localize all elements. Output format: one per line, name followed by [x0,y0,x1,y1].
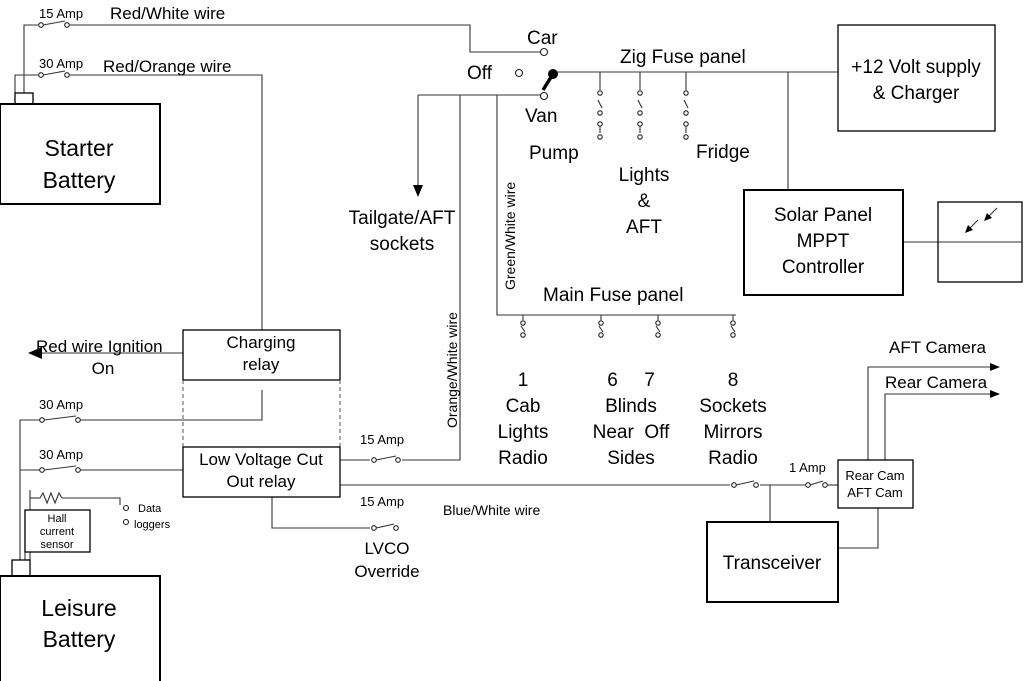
solar-line-2: MPPT [797,231,850,252]
hall-line-1: Hall [48,513,67,525]
transceiver-box [706,521,839,603]
hall-line-2: current [40,526,74,538]
wire-label-orange-white: Orange/White wire [444,312,460,428]
camera-aft-label: AFT Camera [889,338,987,357]
fuse-label-starter-30: 30 Amp [39,56,83,71]
charging-relay-box [182,329,341,381]
fuse8-line-3: Mirrors [703,422,762,443]
camera-rear-label: Rear Camera [885,373,988,392]
fuse-label-blue-15: 15 Amp [360,494,404,509]
starter-battery-line-2: Battery [43,167,116,193]
zig-lights-2: & [638,191,651,212]
wire-label-red-white: Red/White wire [110,4,225,23]
leisure-battery-terminal [11,559,31,577]
supply-box [837,24,996,132]
starter-battery-line-1: Starter [44,135,113,161]
zig-lights-1: Lights [619,165,670,186]
fuse67-line-1: 6 7 [607,370,655,391]
fuse1-line-4: Radio [498,448,548,469]
lvco-relay-line-2: Out relay [227,472,296,491]
fuses [38,20,828,531]
fuse67-line-3: Near Off [593,422,670,443]
main-panel-title: Main Fuse panel [543,285,683,306]
selector-van: Van [525,106,557,127]
fuse67-line-4: Sides [607,448,655,469]
selector-car: Car [527,28,558,49]
supply-line-1: +12 Volt supply [851,57,981,78]
charging-relay-line-1: Charging [227,333,296,352]
fuse8-line-4: Radio [708,448,758,469]
zig-panel-title: Zig Fuse panel [620,47,746,68]
lvco-relay-line-1: Low Voltage Cut [199,450,323,469]
solar-controller-box [743,189,904,296]
fuse67-line-2: Blinds [605,396,657,417]
solar-line-3: Controller [782,257,865,278]
charging-relay-line-2: relay [243,355,280,374]
data-loggers-line-1: Data [138,503,162,515]
boxes [0,24,1023,681]
leisure-battery-line-1: Leisure [41,595,116,621]
solar-line-1: Solar Panel [774,205,872,226]
lvco-override-line-2: Override [354,562,419,581]
lvco-override-line-1: LVCO [364,539,409,558]
fuse8-line-2: Sockets [699,396,767,417]
fuse-label-leisure-30-a: 30 Amp [39,397,83,412]
starter-battery-box [0,103,161,205]
zig-lights-3: AFT [626,217,662,238]
fuse-label-starter-15: 15 Amp [39,6,83,21]
lvco-relay-box [182,446,341,498]
leisure-battery-line-2: Battery [43,626,116,652]
leisure-battery-box [0,575,161,681]
tailgate-line-2: sockets [370,234,434,255]
fuse8-line-1: 8 [728,370,739,391]
fuse-label-lvco-15: 15 Amp [360,432,404,447]
wire-label-blue-white: Blue/White wire [443,502,540,518]
zig-fridge: Fridge [696,142,750,163]
camera-box-line-1: Rear Cam [845,468,904,483]
fuse-label-leisure-30-b: 30 Amp [39,447,83,462]
zig-pump: Pump [529,143,579,164]
supply-line-2: & Charger [873,83,960,104]
wire-label-red-orange: Red/Orange wire [103,57,232,76]
camera-box-line-2: AFT Cam [847,485,902,500]
solar-light-icon [965,207,998,233]
hall-line-3: sensor [40,539,73,551]
data-loggers-line-2: loggers [134,519,171,531]
fuse-label-1-amp: 1 Amp [789,460,826,475]
fuse1-line-1: 1 [518,370,529,391]
arrowheads [28,185,1000,398]
fuse1-line-3: Lights [498,422,549,443]
fuse1-line-2: Cab [506,396,541,417]
camera-box [837,459,914,509]
ignition-line-1: Red wire Ignition [36,337,163,356]
transceiver-label: Transceiver [723,553,822,574]
labels: 15 Amp Red/White wire 30 Amp Red/Orange … [36,4,988,652]
tailgate-line-1: Tailgate/AFT [349,208,456,229]
selector-off: Off [467,63,493,84]
ignition-line-2: On [92,359,115,378]
hall-sensor-box [24,509,91,553]
wire-label-green-white: Green/White wire [502,182,518,290]
